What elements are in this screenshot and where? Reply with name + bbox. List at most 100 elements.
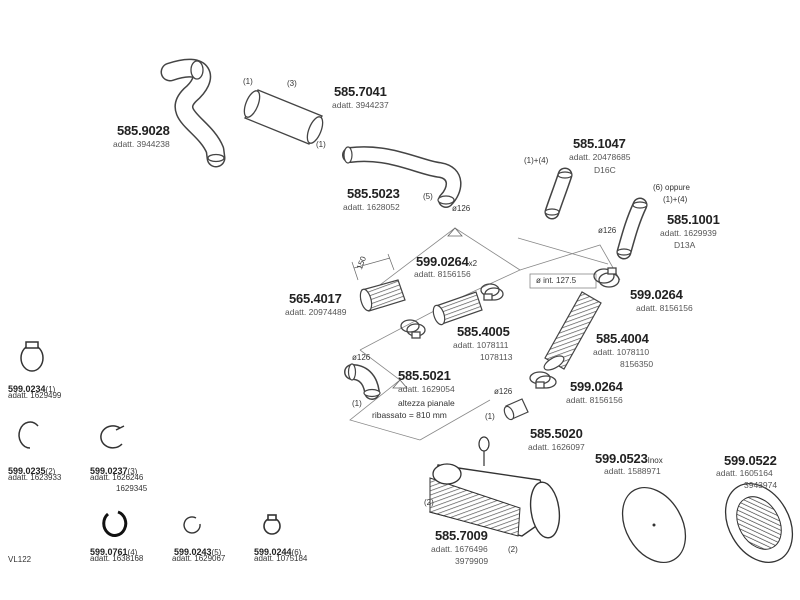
part-adatt-585-1001: adatt. 1629939 (660, 228, 717, 238)
clamp-icon-599-0237[interactable] (100, 425, 125, 449)
part-adatt2-585-4005: 1078113 (480, 352, 513, 362)
part-code-599-0264-a: 599.0264 (416, 254, 469, 269)
clamp-label-599-0234[interactable]: 599.0234(1) (8, 380, 55, 396)
internal-diameter: ø int. 127.5 (536, 276, 577, 285)
part-adatt-599-0264-a: adatt. 8156156 (414, 269, 471, 279)
clamp-code-599-0234: 599.0234 (8, 384, 46, 394)
clamp-icon-599-0243[interactable] (183, 516, 201, 534)
clamp-code-599-0243: 599.0243 (174, 547, 212, 557)
marker-1: (1) (243, 77, 253, 86)
end-plate-599-0523[interactable] (610, 476, 698, 573)
part-adatt-585-7041: adatt. 3944237 (332, 100, 389, 110)
part-adatt-585-5020: adatt. 1626097 (528, 442, 585, 452)
clamp-code-599-0244: 599.0244 (254, 547, 292, 557)
band-clamp-599-0264-b[interactable] (593, 267, 620, 288)
clamp-adatt-599-0237: adatt. 1626246 (90, 473, 144, 482)
pipe-585-7041[interactable] (241, 89, 326, 145)
part-code-565-4017[interactable]: 565.4017 (289, 291, 342, 306)
flex-pipe-585-4004[interactable] (542, 291, 602, 373)
note-lowered-810: ribassato = 810 mm (372, 410, 447, 420)
part-adatt-585-7009: adatt. 1676496 (431, 544, 488, 554)
part-code-599-0523: 599.0523 (595, 451, 648, 466)
clamp-label-599-0237[interactable]: 599.0237(3) (90, 462, 137, 478)
band-clamp-x2-b[interactable] (400, 319, 426, 339)
part-adatt-565-4017: adatt. 20974489 (285, 307, 347, 317)
part-code-585-5020[interactable]: 585.5020 (530, 426, 583, 441)
pipe-585-5020[interactable] (502, 398, 529, 421)
part-code-599-0522[interactable]: 599.0522 (724, 453, 777, 468)
part-code-585-1047[interactable]: 585.1047 (573, 136, 626, 151)
part-code-585-5021[interactable]: 585.5021 (398, 368, 451, 383)
part-code-585-7041[interactable]: 585.7041 (334, 84, 387, 99)
part-adatt-585-5023: adatt. 1628052 (343, 202, 400, 212)
quantity-suffix: x2 (468, 259, 478, 268)
clamp-code-599-0237: 599.0237 (90, 466, 128, 476)
clamp-suffix: (4) (127, 548, 138, 557)
clamp-label-599-0243[interactable]: 599.0243(5) (174, 543, 221, 559)
clamp-adatt-599-0761: adatt. 1638168 (90, 554, 144, 563)
part-label-599-0264-x2[interactable]: 599.0264x2 (416, 254, 477, 270)
part-code-585-1001[interactable]: 585.1001 (667, 212, 720, 227)
clamp-adatt-599-0234: adatt. 1629499 (8, 391, 62, 400)
marker-1c: (1) (352, 399, 362, 408)
flex-pipe-585-4005[interactable] (431, 291, 483, 326)
clamp-adatt-599-0235: adatt. 1623933 (8, 473, 62, 482)
direction-arrow-1 (447, 227, 463, 237)
part-code-585-4005[interactable]: 585.4005 (457, 324, 510, 339)
engine-variant-d13a: D13A (674, 240, 696, 250)
part-code-585-7009[interactable]: 585.7009 (435, 528, 488, 543)
engine-variant-d16c: D16C (594, 165, 616, 175)
part-adatt2-599-0522: 3943974 (744, 480, 778, 490)
marker-1d: (1) (485, 412, 495, 421)
marker-5: (5) (423, 192, 433, 201)
part-adatt-599-0523: adatt. 1588971 (604, 466, 661, 476)
flex-pipe-565-4017[interactable] (358, 279, 406, 312)
clamp-suffix: (5) (211, 548, 222, 557)
material-inox: Inox (647, 456, 663, 465)
diameter-126-b: ø126 (598, 226, 617, 235)
part-adatt-585-5021: adatt. 1629054 (398, 384, 455, 394)
pipe-585-1001[interactable] (616, 197, 648, 260)
pipe-585-9028[interactable] (160, 58, 226, 168)
marker-6-oppure: (6) oppure (653, 183, 690, 192)
part-adatt-599-0522: adatt. 1605164 (716, 468, 773, 478)
elbow-585-5021[interactable] (344, 363, 381, 400)
clamp-code-599-0235: 599.0235 (8, 466, 46, 476)
part-code-585-5023[interactable]: 585.5023 (347, 186, 400, 201)
clamp-suffix: (2) (45, 467, 56, 476)
part-code-585-9028[interactable]: 585.9028 (117, 123, 170, 138)
band-clamp-599-0264-c[interactable] (529, 371, 557, 389)
marker-1-4-a: (1)+(4) (524, 156, 549, 165)
direction-arrow-2 (392, 379, 408, 389)
clamp-code-599-0761: 599.0761 (90, 547, 128, 557)
clamp-icon-599-0244[interactable] (263, 514, 281, 535)
clamp-icon-599-0234[interactable] (20, 341, 44, 372)
diameter-126-d: ø126 (494, 387, 513, 396)
clamp-icon-599-0235[interactable] (18, 421, 39, 449)
part-adatt-585-1047: adatt. 20478685 (569, 152, 631, 162)
clamp-suffix: (1) (45, 385, 56, 394)
clamp-label-599-0244[interactable]: 599.0244(6) (254, 543, 301, 559)
part-code-585-4004[interactable]: 585.4004 (596, 331, 649, 346)
part-code-599-0264-c[interactable]: 599.0264 (570, 379, 623, 394)
clamp-suffix: (3) (127, 467, 138, 476)
pipe-585-5023[interactable] (342, 146, 462, 208)
pipe-585-1047[interactable] (544, 167, 573, 220)
part-code-599-0264-b[interactable]: 599.0264 (630, 287, 683, 302)
part-label-599-0523[interactable]: 599.0523Inox (595, 451, 663, 467)
clamp-icon-599-0761[interactable] (102, 510, 128, 537)
marker-2b: (2) (508, 545, 518, 554)
diameter-126-a: ø126 (452, 204, 471, 213)
clamp-label-599-0761[interactable]: 599.0761(4) (90, 543, 137, 559)
muffler-585-7009[interactable] (429, 436, 563, 540)
part-adatt2-585-7009: 3979909 (455, 556, 489, 566)
clamp-adatt-599-0243: adatt. 1629067 (172, 554, 226, 563)
part-adatt-585-4005: adatt. 1078111 (453, 340, 509, 350)
assembly-lines (349, 227, 621, 441)
band-clamp-x2-a[interactable] (480, 283, 504, 301)
grille-plate-599-0522[interactable] (712, 472, 800, 575)
clamp-label-599-0235[interactable]: 599.0235(2) (8, 462, 55, 478)
marker-1b: (1) (316, 140, 326, 149)
